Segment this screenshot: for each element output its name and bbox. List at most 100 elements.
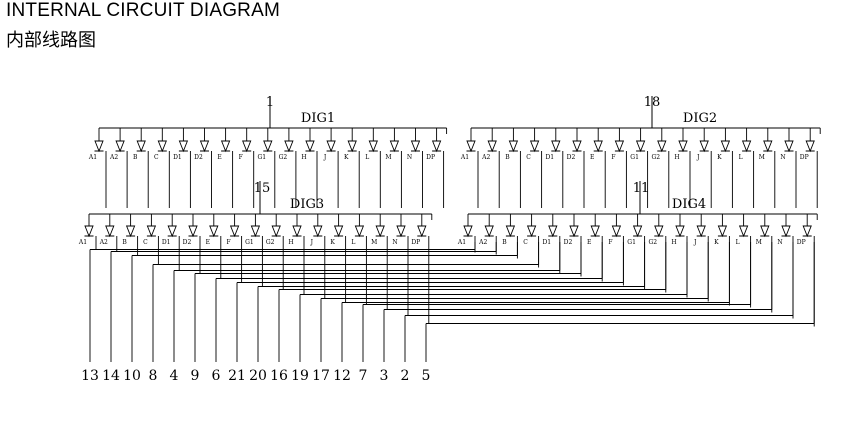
segment-label: D1 <box>545 154 554 161</box>
segment-label: J <box>310 239 314 246</box>
diode-triangle <box>551 140 561 153</box>
diode-triangle <box>125 225 136 238</box>
digit-title: DIG1 <box>301 111 335 126</box>
segment-label: M <box>385 154 391 161</box>
common-pin-label: 15 <box>254 181 271 196</box>
diode-triangle <box>466 140 476 153</box>
diode-triangle <box>326 140 336 153</box>
diode-triangle <box>593 140 603 153</box>
segment-label: F <box>239 154 243 161</box>
diode-triangle <box>167 225 177 238</box>
segment-label: C <box>523 239 528 246</box>
diode-triangle <box>614 140 625 153</box>
segment-label: E <box>587 239 591 246</box>
diode-triangle <box>590 225 600 238</box>
diode-triangle <box>105 225 115 238</box>
segment-label: C <box>143 239 148 246</box>
pin-number-label: 17 <box>312 368 330 384</box>
diode-triangle <box>569 225 579 238</box>
segment-label: DP <box>797 239 806 246</box>
segment-label: C <box>526 154 531 161</box>
diode-triangle <box>368 140 378 153</box>
pin-number-label: 2 <box>401 368 410 384</box>
diode-triangle <box>396 225 406 238</box>
diode-triangle <box>675 225 685 238</box>
segment-label: B <box>505 154 510 161</box>
digit-title: DIG3 <box>290 197 324 212</box>
diode-triangle <box>333 225 344 238</box>
common-pin-label: 1 <box>266 95 274 110</box>
diode-triangle <box>548 225 558 238</box>
pin-number-label: 19 <box>291 368 309 384</box>
pin-number-label: 6 <box>212 368 221 384</box>
segment-label: A1 <box>78 239 87 246</box>
diode-triangle <box>572 140 582 153</box>
diode-triangle <box>678 140 688 153</box>
diode-triangle <box>354 225 365 238</box>
segment-label: G2 <box>279 154 288 161</box>
segment-label: F <box>611 154 615 161</box>
segment-label: D2 <box>564 239 573 246</box>
segment-label: H <box>671 239 676 246</box>
diode-triangle <box>484 225 494 238</box>
diode-triangle <box>375 225 385 238</box>
segment-label: B <box>502 239 507 246</box>
segment-label: G1 <box>245 239 254 246</box>
pin-number-label: 21 <box>228 368 246 384</box>
segment-label: L <box>736 239 740 246</box>
diode-triangle <box>284 140 294 153</box>
segment-label: E <box>206 239 210 246</box>
segment-label: G2 <box>651 154 660 161</box>
diode-triangle <box>94 140 104 153</box>
segment-label: J <box>693 239 697 246</box>
diode-triangle <box>84 225 94 238</box>
segment-label: K <box>344 154 349 161</box>
segment-label: L <box>351 239 355 246</box>
diode-triangle <box>417 225 427 238</box>
segment-label: B <box>122 239 127 246</box>
diode-triangle <box>760 225 770 238</box>
diode-triangle <box>305 140 315 153</box>
diode-triangle <box>696 225 706 238</box>
diode-triangle <box>487 140 497 153</box>
diode-triangle <box>178 140 189 153</box>
segment-label: A1 <box>460 154 469 161</box>
segment-label: N <box>407 154 412 161</box>
diode-triangle <box>242 140 252 153</box>
segment-label: D2 <box>194 154 203 161</box>
diode-triangle <box>635 140 646 153</box>
segment-label: J <box>323 154 327 161</box>
diode-triangle <box>115 140 125 153</box>
segment-label: H <box>301 154 306 161</box>
segment-label: D1 <box>542 239 551 246</box>
segment-label: K <box>330 239 335 246</box>
diode-triangle <box>263 140 273 153</box>
segment-label: DP <box>426 154 435 161</box>
diode-triangle <box>738 225 749 238</box>
segment-label: A2 <box>99 239 108 246</box>
segment-label: A1 <box>457 239 466 246</box>
diode-triangle <box>529 140 540 153</box>
segment-label: A1 <box>88 154 97 161</box>
segment-label: N <box>777 239 782 246</box>
diode-triangle <box>611 225 622 238</box>
segment-label: H <box>288 239 293 246</box>
diode-triangle <box>313 225 323 238</box>
segment-label: A2 <box>478 239 487 246</box>
diode-triangle <box>720 140 731 153</box>
diode-triangle <box>410 140 421 153</box>
diode-triangle <box>157 140 167 153</box>
segment-label: N <box>392 239 397 246</box>
diode-triangle <box>526 225 537 238</box>
segment-label: G1 <box>630 154 639 161</box>
segment-label: J <box>696 154 700 161</box>
segment-label: E <box>590 154 594 161</box>
segment-label: L <box>365 154 369 161</box>
segment-label: G1 <box>257 154 266 161</box>
segment-label: A2 <box>481 154 490 161</box>
diode-triangle <box>763 140 773 153</box>
diode-triangle <box>271 225 281 238</box>
diode-triangle <box>292 225 302 238</box>
segment-label: C <box>154 154 159 161</box>
